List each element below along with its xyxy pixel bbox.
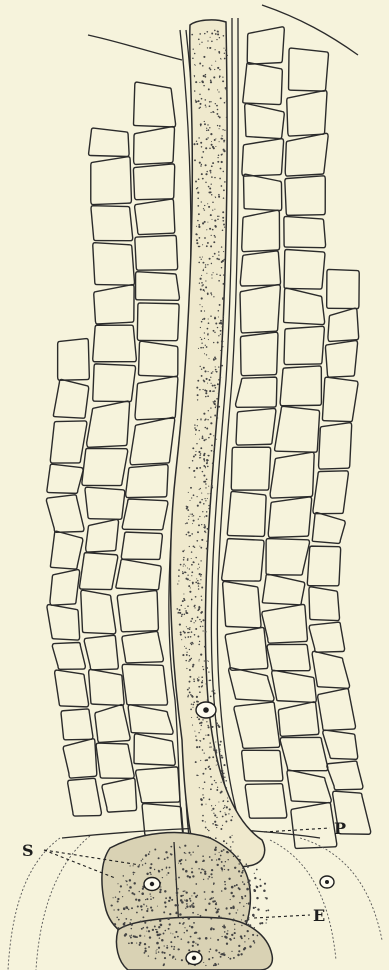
- tube-nucleus: [196, 702, 216, 718]
- label-p: P: [334, 819, 346, 838]
- synergid-nucleus-left: [144, 878, 160, 891]
- egg-nucleus: [186, 952, 202, 965]
- antipodal-nucleus: [320, 876, 334, 888]
- label-s: S: [22, 841, 34, 860]
- label-e: E: [313, 906, 325, 925]
